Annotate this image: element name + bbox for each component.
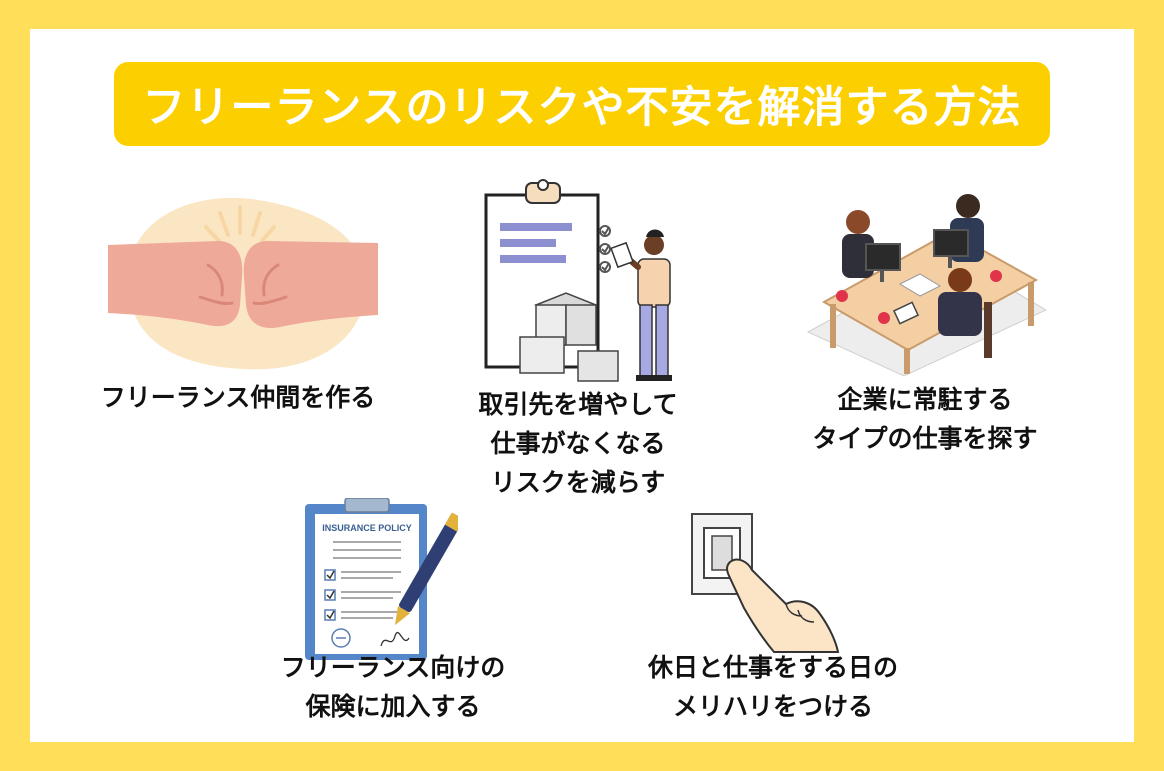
caption-line: 企業に常駐する <box>837 385 1013 414</box>
content-panel <box>30 29 1134 742</box>
caption-line: リスクを減らす <box>490 468 666 497</box>
insurance-doc-heading: INSURANCE POLICY <box>322 523 412 533</box>
caption-line: 取引先を増やして <box>478 390 678 419</box>
caption-line: 休日と仕事をする日の <box>647 653 898 682</box>
page-title: フリーランスのリスクや不安を解消する方法 <box>142 83 1022 133</box>
caption-worklife: 休日と仕事をする日の メリハリをつける <box>618 648 928 726</box>
caption-peers: フリーランス仲間を作る <box>88 378 388 417</box>
caption-line: メリハリをつける <box>672 692 873 721</box>
caption-line: 仕事がなくなる <box>490 429 666 458</box>
insurance-policy-icon: INSURANCE POLICY <box>305 498 458 660</box>
office-meeting-icon <box>806 194 1048 377</box>
title-banner: フリーランスのリスクや不安を解消する方法 <box>114 62 1050 146</box>
caption-line: 保険に加入する <box>305 692 481 721</box>
caption-line: フリーランス向けの <box>280 653 506 682</box>
caption-line: タイプの仕事を探す <box>812 424 1038 453</box>
caption-line: フリーランス仲間を作る <box>100 383 376 412</box>
caption-insurance: フリーランス向けの 保険に加入する <box>248 648 538 726</box>
clipboard-worker-icon <box>484 179 672 382</box>
caption-resident: 企業に常駐する タイプの仕事を探す <box>790 380 1060 458</box>
caption-clients: 取引先を増やして 仕事がなくなる リスクを減らす <box>448 385 708 502</box>
light-switch-icon <box>691 513 840 653</box>
fist-bump-icon <box>108 197 378 370</box>
